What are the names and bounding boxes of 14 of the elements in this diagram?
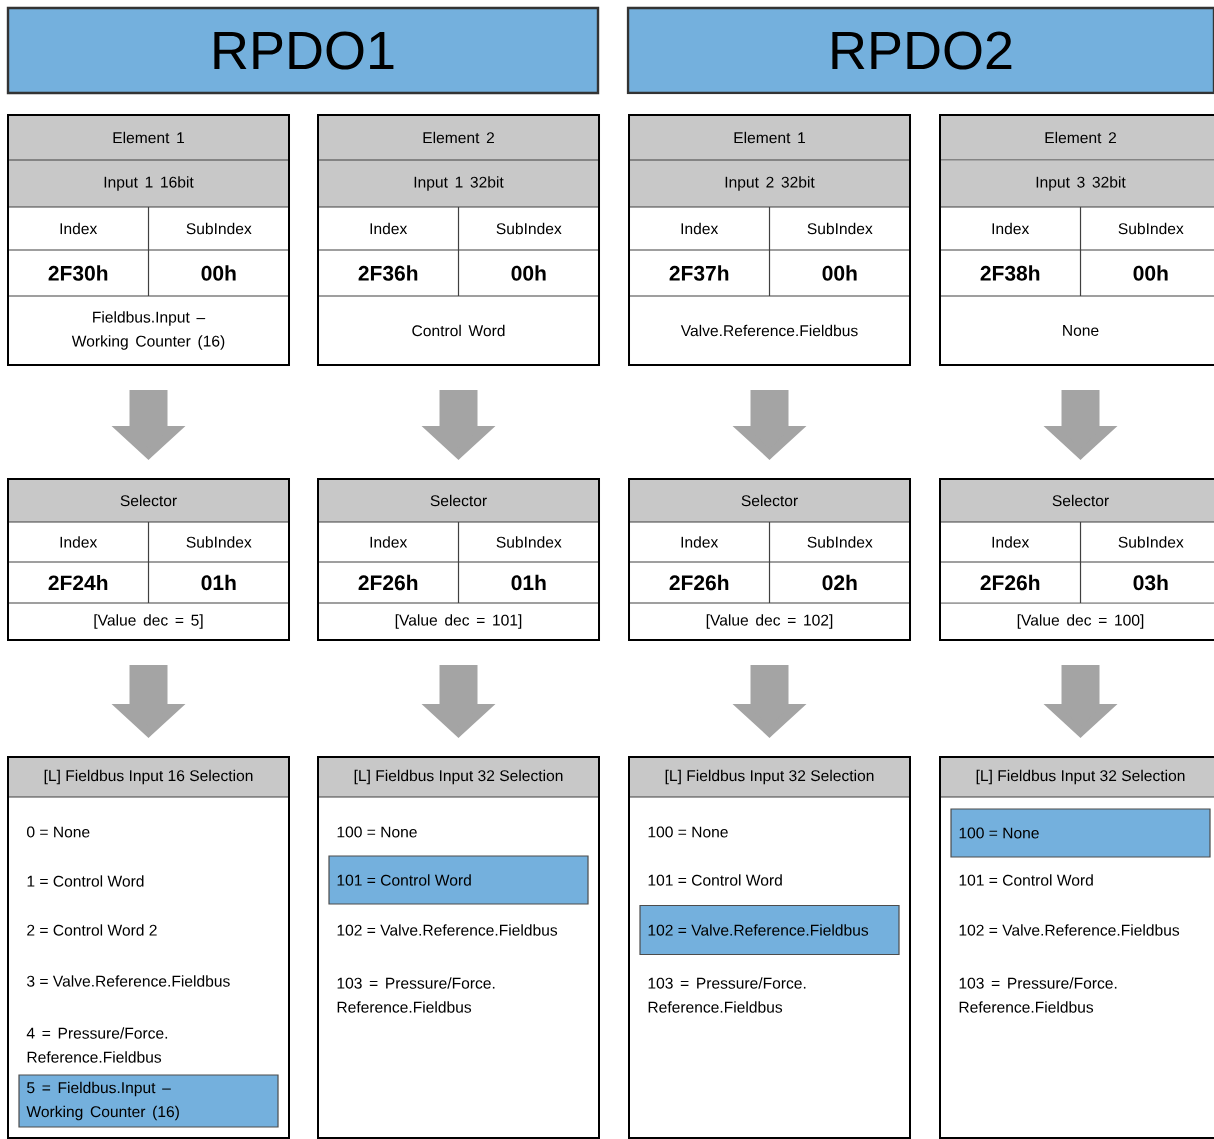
highlighted-option: 5 = Fieldbus.Input – Working Counter (16)	[18, 1074, 279, 1128]
element-table: Element 1 Input 1 16bit Index SubIndex 2F30h 00h Fieldbus.Input – Working Counter (16)	[7, 114, 290, 366]
highlighted-option: 101 = Control Word	[328, 855, 589, 905]
highlighted-option: 100 = None	[950, 808, 1211, 858]
highlighted-option: 102 = Valve.Reference.Fieldbus	[639, 904, 900, 956]
element-table: Element 2 Input 1 32bit Index SubIndex 2F36h 00h Control Word	[317, 114, 600, 366]
element-table: Element 2 Input 3 32bit Index SubIndex 2F38h 00h None	[939, 114, 1214, 366]
selector-table: Selector Index SubIndex 2F26h 03h [Value dec = 100]	[939, 478, 1214, 641]
selector-table: Selector Index SubIndex 2F26h 02h [Value dec = 102]	[628, 478, 911, 641]
title-banner: RPDO1	[6, 6, 600, 95]
title-banner: RPDO2	[626, 6, 1214, 95]
selector-table: Selector Index SubIndex 2F26h 01h [Value dec = 101]	[317, 478, 600, 641]
selector-table: Selector Index SubIndex 2F24h 01h [Value dec = 5]	[7, 478, 290, 641]
element-table: Element 1 Input 2 32bit Index SubIndex 2F37h 00h Valve.Reference.Fieldbus	[628, 114, 911, 366]
